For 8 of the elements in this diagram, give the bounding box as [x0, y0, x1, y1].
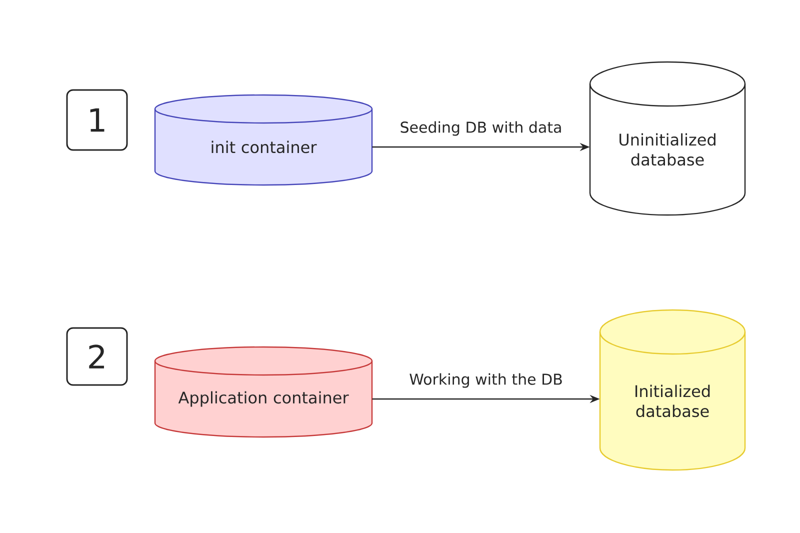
database-cylinder: Uninitialized database: [589, 61, 746, 216]
step-number-box: 2: [66, 327, 128, 386]
edge-label: Working with the DB: [408, 372, 564, 389]
container-cylinder: init container: [154, 94, 373, 186]
step-number-box: 1: [66, 89, 128, 151]
edge-label: Seeding DB with data: [398, 120, 564, 137]
database-cylinder: Initialized database: [599, 309, 746, 471]
container-cylinder: Application container: [154, 346, 373, 438]
